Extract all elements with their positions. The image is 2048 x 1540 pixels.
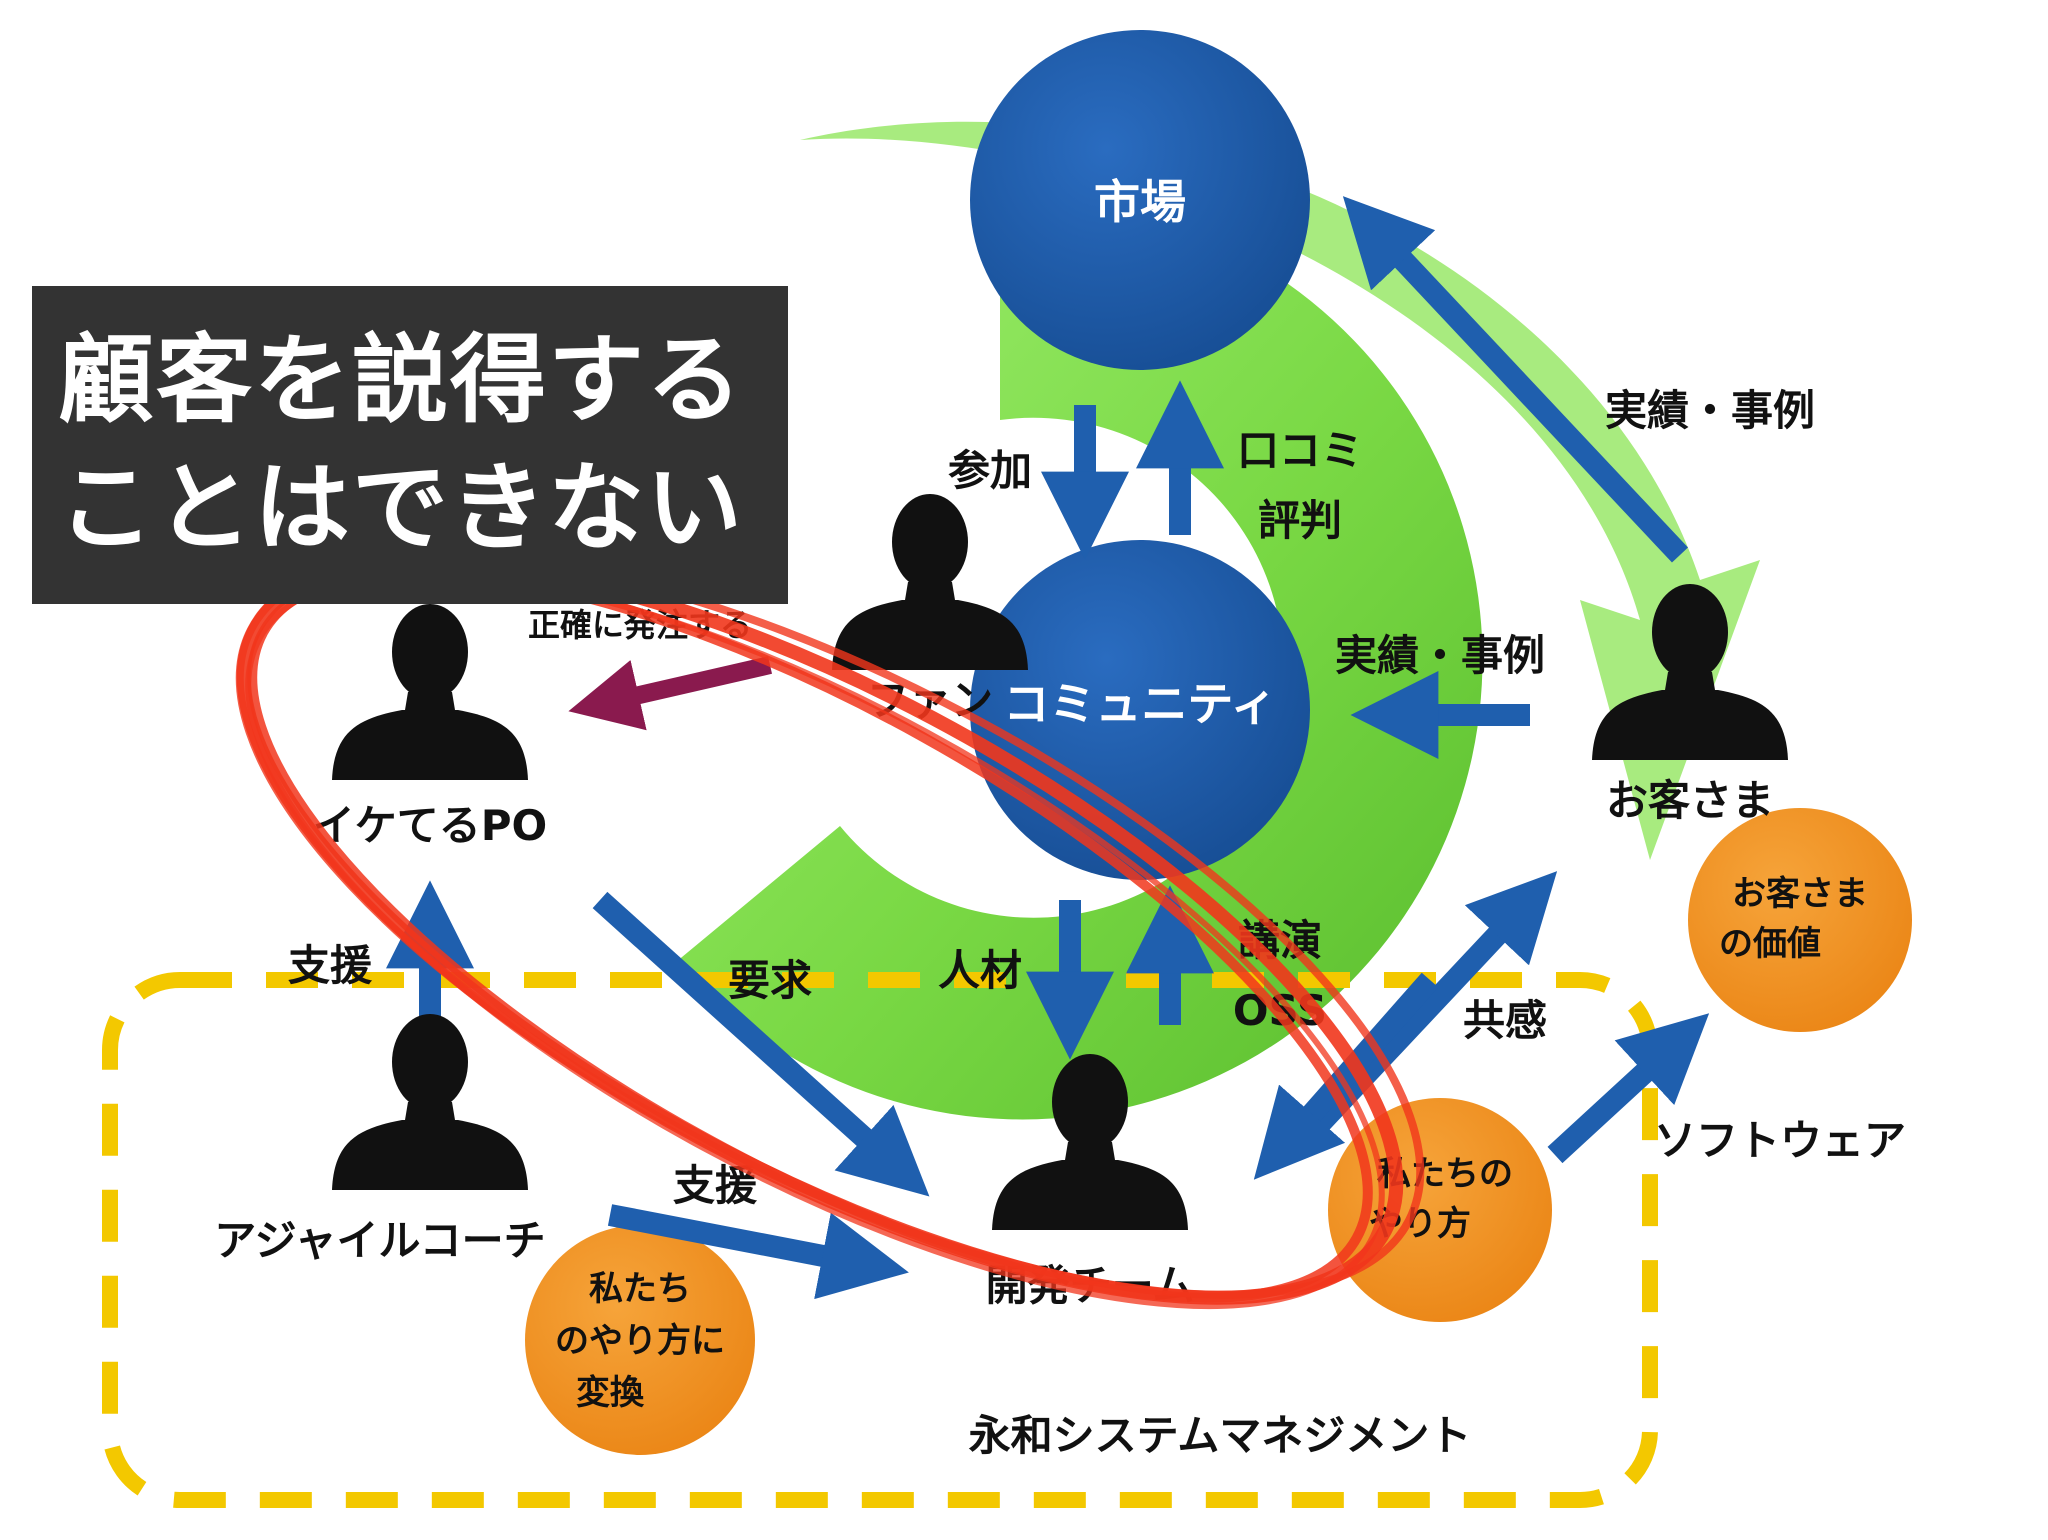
customer-to-market-arrow <box>1342 196 1689 563</box>
cycle-ring <box>676 121 1760 1120</box>
convert-line2: のやり方に <box>555 1321 725 1361</box>
our-way-bubble <box>1328 1098 1552 1322</box>
reputation-label: 評判 <box>1258 496 1342 545</box>
flow-arrows <box>386 196 1710 1300</box>
company-label: 永和システムマネジメント <box>969 1411 1472 1460</box>
po-label: イケてるPO <box>313 801 548 850</box>
convert-bubble <box>525 1225 755 1455</box>
company-boundary <box>102 972 1658 1508</box>
market-label: 市場 <box>1094 175 1186 229</box>
customer-value-line2: の価値 <box>1719 924 1821 964</box>
headline-box: 顧客を説得する ことはできない <box>32 286 788 604</box>
convert-line3: 変換 <box>576 1373 645 1413</box>
software-label: ソフトウェア <box>1654 1116 1906 1165</box>
software-arrow <box>1547 1013 1710 1164</box>
track-record-top-label: 実績・事例 <box>1605 386 1815 435</box>
fan-person-icon <box>832 494 1028 670</box>
track-record-mid-label: 実績・事例 <box>1335 631 1545 680</box>
market-node <box>970 30 1310 370</box>
word-of-mouth-label: 口コミ <box>1237 426 1363 475</box>
po-person-icon <box>332 604 528 780</box>
talent-label: 人材 <box>938 946 1022 995</box>
customer-label: お客さま <box>1606 776 1774 825</box>
community-label: コミュニティ <box>1003 677 1276 731</box>
participate-label: 参加 <box>948 446 1032 495</box>
coach-person-icon <box>332 1014 528 1190</box>
empathy-label: 共感 <box>1463 996 1547 1045</box>
order-arrow <box>568 656 773 731</box>
customer-value-bubble <box>1688 808 1912 1032</box>
request-label: 要求 <box>728 956 812 1005</box>
customer-value-line1: お客さま <box>1732 874 1868 914</box>
support-left-label: 支援 <box>288 941 373 990</box>
headline-line2: ことはできない <box>58 452 744 564</box>
coach-support-arrow <box>607 1204 909 1300</box>
request-arrow <box>592 891 930 1197</box>
headline-line1: 顧客を説得する <box>58 324 744 436</box>
coach-label: アジャイルコーチ <box>214 1216 545 1265</box>
red-scribble <box>235 551 1425 1310</box>
convert-line1: 私たち <box>589 1269 691 1309</box>
